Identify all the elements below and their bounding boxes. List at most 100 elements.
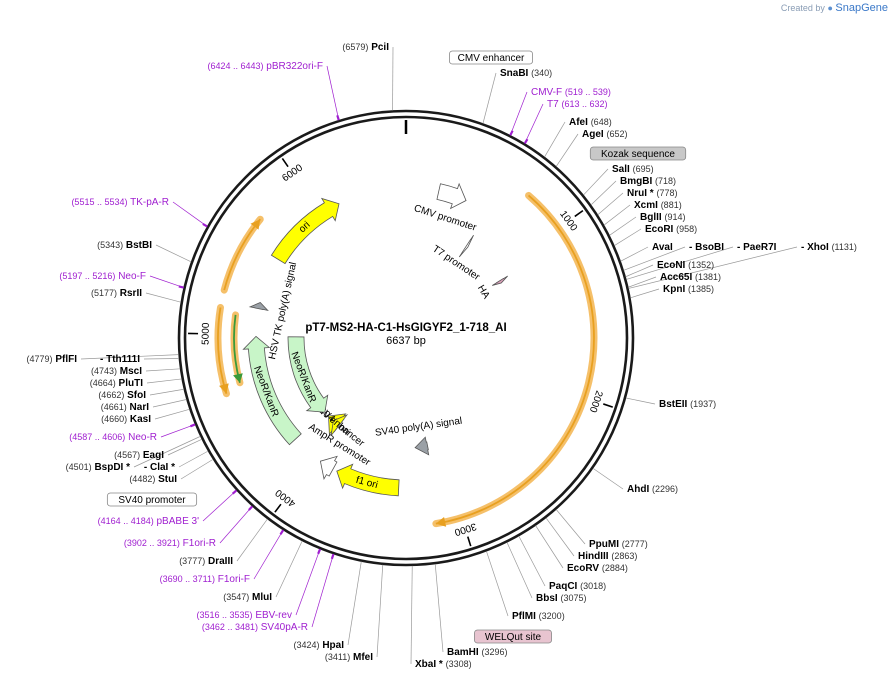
feature-arrow — [330, 413, 349, 436]
enzyme-leader-line — [555, 133, 579, 167]
primer-label: (5197 .. 5216) Neo-F — [59, 271, 146, 282]
enzyme-label: (4567) EagI — [114, 450, 164, 461]
feature-label: SV40 poly(A) signal — [374, 416, 463, 439]
tick-mark — [467, 536, 472, 547]
enzyme-label: (3411) MfeI — [325, 652, 373, 663]
enzyme-name: - BsoBI — [689, 242, 724, 253]
primer-name: F1ori-F — [218, 574, 250, 585]
enzyme-leader-line — [486, 551, 509, 617]
primer-mark — [189, 423, 196, 428]
primer-mark — [523, 138, 529, 144]
enzyme-label: (5177) RsrII — [91, 288, 142, 299]
enzyme-position: (3200) — [539, 611, 565, 621]
enzyme-position: (2863) — [611, 551, 637, 561]
primer-mark — [317, 548, 322, 555]
enzyme-leader-line — [597, 192, 624, 216]
enzyme-leader-line — [630, 288, 660, 299]
primer-label: (5515 .. 5534) TK-pA-R — [71, 197, 169, 208]
enzyme-position: (3075) — [560, 593, 586, 603]
enzyme-position: (778) — [656, 188, 677, 198]
enzyme-leader-line — [535, 525, 564, 569]
enzyme-position: (1385) — [688, 284, 714, 294]
primer-name: Neo-R — [128, 432, 157, 443]
enzyme-name: EcoRI — [645, 224, 674, 235]
enzyme-position: (648) — [591, 117, 612, 127]
enzyme-label: (3777) DraIII — [179, 556, 233, 567]
enzyme-name: - Tth111I — [100, 354, 140, 365]
enzyme-label: NruI * (778) — [627, 188, 677, 199]
boxed-label-text: WELQut site — [485, 632, 542, 643]
enzyme-position: (695) — [633, 164, 654, 174]
enzyme-label: PpuMI (2777) — [589, 539, 648, 550]
primer-label: T7 (613 .. 632) — [547, 99, 607, 110]
orange-arc-arrowhead — [250, 219, 261, 230]
enzyme-label: HindIII (2863) — [578, 551, 637, 562]
feature-arrow — [492, 275, 508, 286]
primer-leader-line — [160, 424, 196, 438]
enzyme-position: (652) — [606, 129, 627, 139]
primer-name: pBR322ori-F — [266, 61, 323, 72]
enzyme-leader-line — [180, 459, 214, 480]
enzyme-name: RsrII — [120, 288, 142, 299]
enzyme-name: SalI — [612, 164, 630, 175]
primer-range: (519 .. 539) — [565, 87, 611, 97]
enzyme-name: PflFI — [55, 354, 77, 365]
primer-name: pBABE 3' — [157, 516, 200, 527]
enzyme-name: KpnI — [663, 284, 685, 295]
enzyme-label: XcmI (881) — [634, 200, 682, 211]
enzyme-position: (3777) — [179, 556, 205, 566]
enzyme-leader-line — [178, 450, 209, 468]
enzyme-position: (340) — [531, 68, 552, 78]
enzyme-position: (3018) — [580, 581, 606, 591]
enzyme-position: (3308) — [446, 659, 472, 669]
enzyme-name: MluI — [252, 592, 272, 603]
enzyme-leader-line — [410, 565, 413, 665]
enzyme-name: PciI — [371, 42, 389, 53]
enzyme-label: BstEII (1937) — [659, 399, 716, 410]
backbone-inner-ring — [183, 115, 629, 561]
enzyme-position: (6579) — [342, 42, 368, 52]
enzyme-leader-line — [555, 509, 586, 545]
enzyme-label: BbsI (3075) — [536, 593, 586, 604]
enzyme-label: AvaI — [652, 242, 673, 253]
enzyme-name: HindIII — [578, 551, 609, 562]
enzyme-name: EagI — [143, 450, 164, 461]
enzyme-position: (1381) — [695, 272, 721, 282]
enzyme-label: EcoRV (2884) — [567, 563, 628, 574]
enzyme-label: SalI (695) — [612, 164, 654, 175]
enzyme-label: (5343) BstBI — [97, 240, 152, 251]
enzyme-label: AgeI (652) — [582, 129, 627, 140]
feature-arrow — [414, 436, 430, 456]
primer-mark — [202, 223, 208, 228]
enzyme-leader-line — [155, 244, 192, 263]
enzyme-name: AhdI — [627, 484, 649, 495]
enzyme-leader-line — [482, 72, 497, 124]
orange-arc-halo — [220, 215, 264, 294]
enzyme-name: DraIII — [208, 556, 233, 567]
enzyme-leader-line — [628, 276, 657, 288]
enzyme-name: Acc65I — [660, 272, 692, 283]
feature-arrow — [248, 302, 269, 312]
enzyme-position: (4660) — [101, 414, 127, 424]
enzyme-leader-line — [145, 292, 181, 303]
primer-range: (4164 .. 4184) — [98, 516, 154, 526]
feature-label: HA — [475, 283, 492, 301]
enzyme-name: AgeI — [582, 129, 604, 140]
enzyme-leader-line — [626, 246, 734, 280]
enzyme-leader-line — [133, 436, 201, 468]
primer-leader-line — [326, 65, 340, 121]
enzyme-position: (2296) — [652, 484, 678, 494]
enzyme-position: (4779) — [27, 354, 53, 364]
enzyme-leader-line — [145, 368, 181, 372]
enzyme-position: (914) — [664, 212, 685, 222]
enzyme-label: - PaeR7I — [737, 242, 777, 253]
primer-name: TK-pA-R — [130, 197, 169, 208]
enzyme-position: (3547) — [223, 592, 249, 602]
enzyme-label: AfeI (648) — [569, 117, 612, 128]
enzyme-name: BamHI — [447, 647, 479, 658]
enzyme-name: KasI — [130, 414, 151, 425]
orange-arc-arrowhead — [219, 383, 229, 394]
enzyme-position: (3296) — [481, 647, 507, 657]
boxed-label-frame — [448, 50, 533, 65]
enzyme-label: - XhoI (1131) — [801, 242, 857, 253]
